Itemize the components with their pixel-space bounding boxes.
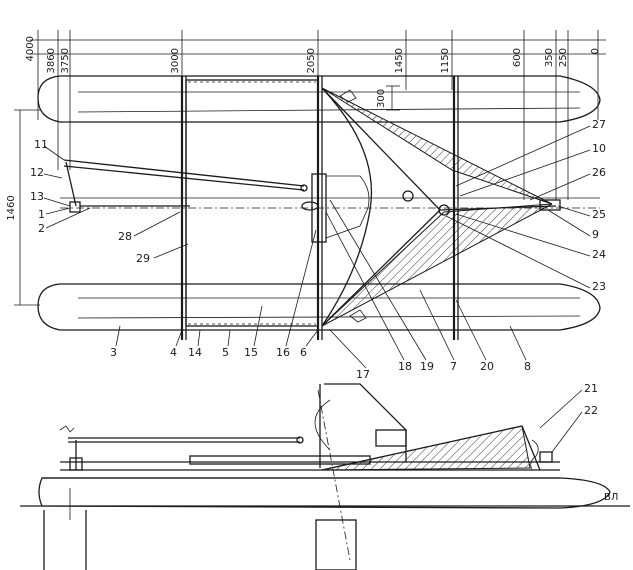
label-3: 3 xyxy=(110,346,117,359)
label-5: 5 xyxy=(222,346,229,359)
dim-1460-marker: 1460 xyxy=(6,109,40,306)
dim-3860: 3860 xyxy=(46,48,57,73)
label-27: 27 xyxy=(592,118,606,131)
label-20: 20 xyxy=(480,360,494,373)
label-8: 8 xyxy=(524,360,531,373)
dim-1460: 1460 xyxy=(6,195,17,220)
label-2: 2 xyxy=(38,222,45,235)
waterline-label: ВЛ xyxy=(604,492,618,503)
rudder xyxy=(43,510,87,570)
side-centerboard xyxy=(315,519,357,570)
part-labels: 11 12 13 1 2 28 29 3 4 14 5 15 16 6 17 1… xyxy=(30,118,606,453)
label-9: 9 xyxy=(592,228,599,241)
dim-250: 250 xyxy=(558,48,569,67)
upper-hull xyxy=(37,75,601,123)
label-23: 23 xyxy=(592,280,606,293)
label-14: 14 xyxy=(188,346,202,359)
dim-3000: 3000 xyxy=(170,48,181,73)
label-24: 24 xyxy=(592,248,606,261)
dim-300-marker: 300 xyxy=(376,85,400,111)
label-25: 25 xyxy=(592,208,606,221)
label-19: 19 xyxy=(420,360,434,373)
label-13: 13 xyxy=(30,190,44,203)
dimension-ticks xyxy=(30,30,606,200)
label-22: 22 xyxy=(584,404,598,417)
dim-2050: 2050 xyxy=(306,48,317,73)
dim-3750: 3750 xyxy=(60,48,71,73)
side-hull xyxy=(38,477,611,509)
label-11: 11 xyxy=(34,138,48,151)
label-10: 10 xyxy=(592,142,606,155)
dim-350: 350 xyxy=(544,48,555,67)
dim-4000: 4000 xyxy=(25,36,36,61)
deck-frame xyxy=(185,79,319,327)
label-26: 26 xyxy=(592,166,606,179)
label-15: 15 xyxy=(244,346,258,359)
sail-upper-triangle xyxy=(321,87,553,205)
lower-hull xyxy=(37,283,601,331)
centerboard-case xyxy=(311,173,327,243)
label-21: 21 xyxy=(584,382,598,395)
dim-0: 0 xyxy=(590,48,601,54)
label-12: 12 xyxy=(30,166,44,179)
sail-lower-triangle xyxy=(321,203,553,327)
label-16: 16 xyxy=(276,346,290,359)
label-7: 7 xyxy=(450,360,457,373)
label-17: 17 xyxy=(356,368,370,381)
label-29: 29 xyxy=(136,252,150,265)
dim-300: 300 xyxy=(376,89,387,108)
label-28: 28 xyxy=(118,230,132,243)
dim-1450: 1450 xyxy=(394,48,405,73)
dim-1150: 1150 xyxy=(440,48,451,73)
top-dimension-labels: 4000 3860 3750 3000 2050 1450 1150 600 3… xyxy=(25,36,601,73)
label-1: 1 xyxy=(38,208,45,221)
label-4: 4 xyxy=(170,346,177,359)
label-18: 18 xyxy=(398,360,412,373)
label-6: 6 xyxy=(300,346,307,359)
dim-600: 600 xyxy=(512,48,523,67)
